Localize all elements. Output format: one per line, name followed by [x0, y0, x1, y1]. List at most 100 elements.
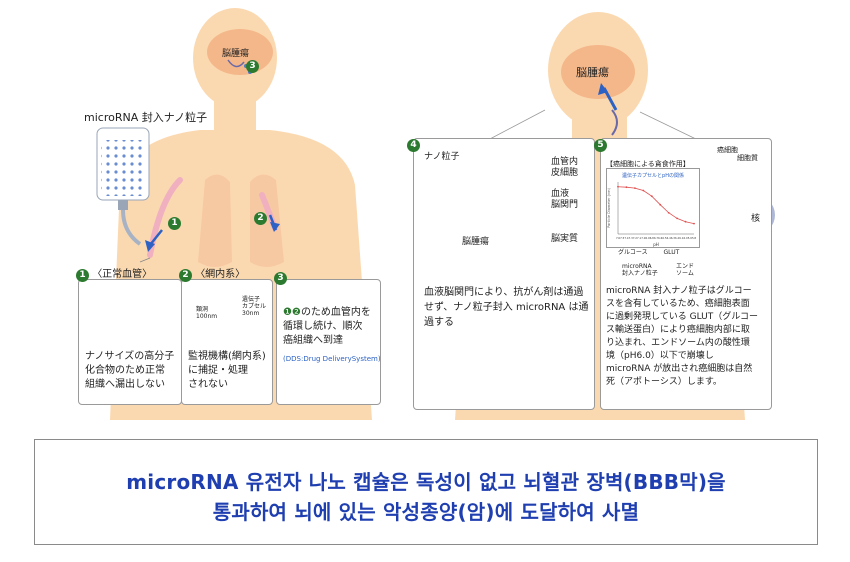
chart-point	[684, 220, 687, 223]
step-2-badge: 2	[179, 269, 192, 282]
bbb-label: 血液	[551, 189, 570, 199]
chart-tick-label: 6.3	[671, 236, 675, 240]
panel4-text-line: 血液脳関門により、抗がん剤は通過	[424, 287, 584, 298]
panel2-text-line: されない	[188, 379, 228, 390]
right-flow-arrow	[598, 83, 608, 95]
panel-normal-vessel: 1 〈正常血管〉 ナノサイズの高分子 化合物のため正常 組織へ漏出しない	[76, 269, 182, 405]
chart-tick-label: 6.2	[675, 236, 679, 240]
panel5-text-line: microRNA 封入ナノ粒子はグルコー	[606, 286, 752, 296]
left-lung-right	[250, 174, 284, 267]
parenchyma-label: 脳実質	[551, 234, 579, 244]
cancer-cell-label: 癌細胞	[717, 146, 738, 154]
chart-tick-label: 7.4	[624, 236, 628, 240]
panel4-text-line: 過する	[424, 317, 454, 328]
chart-tick-label: 6.8	[650, 236, 654, 240]
chart-point	[642, 189, 645, 192]
legend-endosome: エンド	[676, 263, 695, 270]
capsule-label: カプセル	[242, 303, 267, 310]
panel1-title: 〈正常血管〉	[92, 269, 153, 280]
chart-tick-label: 7.1	[637, 236, 641, 240]
sinusoid-label: 類洞	[196, 306, 209, 313]
caption-line-1: microRNA 유전자 나노 캡슐은 독성이 없고 뇌혈관 장벽(BBB막)을	[126, 470, 726, 494]
panel5-text-line: 境（pH6.0）以下で崩壊し	[606, 351, 714, 361]
chart-series-line	[617, 186, 695, 224]
chart-tick-label: 7.6	[616, 236, 620, 240]
chart-tick-label: 7.0	[641, 236, 645, 240]
chart-point	[633, 187, 636, 190]
panel2-text-line: 監視機構(網内系)	[188, 351, 266, 362]
cytoplasm-label: 細胞質	[737, 154, 758, 162]
panel4-text-line: せず、ナノ粒子封入 microRNA は通	[424, 302, 589, 313]
panel5-text-line: スを含有しているため、癌細胞表面	[606, 299, 750, 309]
step-4-badge: 4	[407, 139, 420, 152]
capsule-size-label: 30nm	[242, 310, 260, 317]
iv-bag	[96, 127, 150, 246]
step-2-badge-body: 2	[254, 212, 267, 225]
panel3-text-line: 循環し続け、順次	[283, 321, 363, 332]
step-1-badge-body: 1	[168, 217, 181, 230]
panel1-text-line: 化合物のため正常	[85, 365, 165, 376]
chart-tick-label: 6.4	[667, 236, 671, 240]
sinusoid-size-label: 100nm	[196, 313, 218, 320]
ph-particle-chart: 遺伝子カプセルとpHの関係 Particle Diameter (nm) 7.6…	[606, 168, 700, 248]
nucleus-label: 核	[751, 214, 761, 224]
korean-caption-box: microRNA 유전자 나노 캡슐은 독성이 없고 뇌혈관 장벽(BBB막)을…	[34, 439, 818, 545]
step-1-badge: 1	[76, 269, 89, 282]
panel-blood-brain-barrier: 4 ナノ粒子 血管内 皮細胞 血液 脳関門 脳実質 脳腫瘍 血液脳関門により、抗…	[407, 138, 595, 410]
chart-tick-label: 6.1	[679, 236, 683, 240]
chart-tick-label: 7.3	[629, 236, 633, 240]
panel-reticuloendothelial: 2 〈網内系〉 類洞 100nm 遺伝子 カプセル 30nm 監視機構(網内系)…	[179, 269, 273, 405]
panel5-text-line: 死（アポトーシス）します。	[606, 377, 722, 387]
left-flow-arrow	[145, 240, 155, 252]
chart-ylabel: Particle Diameter (nm)	[607, 187, 611, 227]
legend-glucose: グルコース	[618, 249, 648, 256]
step-5-badge: 5	[594, 139, 607, 152]
chart-point	[676, 217, 679, 220]
chart-point	[625, 186, 628, 189]
panel3-text-line: のため血管内を	[300, 307, 371, 318]
chart-point	[693, 222, 695, 225]
chart-tick-label: 5.8	[692, 236, 696, 240]
panel1-text-line: 組織へ漏出しない	[85, 379, 165, 390]
chart-tick-label: 6.0	[683, 236, 687, 240]
left-lung-left	[198, 174, 232, 267]
panel2-title: 〈網内系〉	[195, 269, 246, 280]
chart-tick-label: 7.2	[633, 236, 637, 240]
panel3-prefix: ❶❷	[283, 307, 301, 318]
tumor-small-label: 脳腫瘍	[462, 237, 490, 247]
capsule-label: 遺伝子	[242, 296, 261, 303]
dds-note: (DDS:Drug DeliverySystem)	[283, 355, 381, 363]
panel5-text-line: microRNA が放出され癌細胞は自然	[606, 364, 753, 374]
chart-header: 【癌細胞による貪食作用】	[606, 160, 690, 168]
panel3-text-line: 癌組織へ到達	[283, 335, 343, 346]
chart-point	[667, 211, 670, 214]
panel1-text-line: ナノサイズの高分子	[85, 351, 175, 362]
chart-tick-label: 7.5	[620, 236, 624, 240]
chart-axes	[617, 182, 694, 235]
bbb-label: 脳関門	[551, 200, 579, 210]
legend-microrna: microRNA	[622, 263, 652, 270]
endothelial-label: 血管内	[551, 157, 579, 167]
legend-endosome: ソーム	[676, 270, 694, 277]
nanoparticle-label: microRNA 封入ナノ粒子	[84, 111, 208, 124]
panel5-text-line: ス輸送蛋白）により癌細胞内部に取	[606, 325, 750, 335]
chart-tick-label: 5.9	[688, 236, 692, 240]
panel-circulation: 3 ❶❷のため血管内を 循環し続け、順次 癌組織へ到達 (DDS:Drug De…	[274, 272, 381, 405]
right-brain-tumor-label: 脳腫瘍	[576, 66, 609, 79]
right-brain	[561, 45, 635, 99]
step-3-badge-head: 3	[246, 60, 259, 73]
legend-glut: GLUT	[663, 249, 680, 256]
chart-point	[617, 185, 619, 188]
legend-microrna: 封入ナノ粒子	[622, 270, 658, 277]
panel5-text-line: に過剰発現している GLUT（グルコー	[606, 312, 759, 322]
chart-tick-label: 6.6	[658, 236, 662, 240]
panel2-text-line: に捕捉・処理	[188, 365, 248, 376]
chart-frame	[606, 168, 700, 248]
chart-xlabel: pH	[653, 242, 659, 247]
left-brain-tumor-label: 脳腫瘍	[222, 49, 250, 59]
step-3-badge: 3	[274, 272, 287, 285]
chart-marks	[617, 182, 695, 235]
chart-point	[650, 195, 653, 198]
caption-line-2: 통과하여 뇌에 있는 악성종양(암)에 도달하여 사멸	[212, 500, 640, 524]
